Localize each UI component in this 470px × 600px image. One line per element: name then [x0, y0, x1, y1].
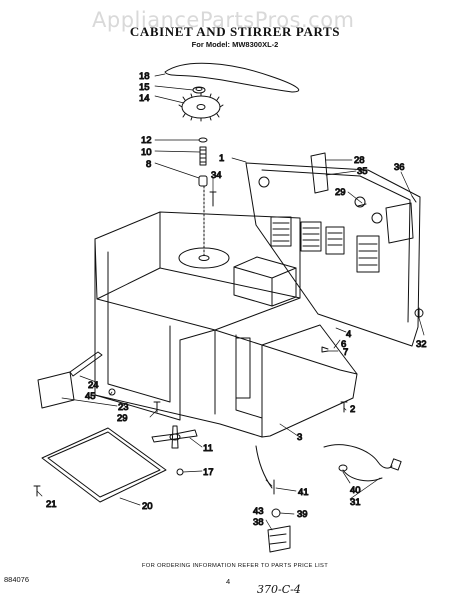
- transformer-box: [233, 256, 297, 307]
- callout-11: 11: [203, 443, 213, 454]
- stirrer-shaft-stack: [198, 137, 208, 187]
- page-number: 4: [226, 577, 231, 586]
- vent-louvers: [270, 216, 380, 273]
- callout-numbers: 18 15 14 12 10 8 1 34 28 35 36 29 4 6 7 …: [46, 71, 428, 529]
- callout-4: 4: [346, 329, 351, 340]
- callout-2: 2: [350, 404, 355, 415]
- cabinet-base: [235, 324, 358, 438]
- callout-15: 15: [139, 82, 150, 93]
- ordering-note: FOR ORDERING INFORMATION REFER TO PARTS …: [141, 563, 329, 569]
- diagram-title: CABINET AND STIRRER PARTS: [129, 24, 341, 39]
- callout-45: 45: [85, 391, 96, 402]
- callout-32: 32: [416, 339, 427, 350]
- callout-8: 8: [146, 159, 151, 170]
- document-number: 884076: [4, 575, 30, 584]
- watermark-text: AppliancePartsPros.com: [92, 8, 355, 32]
- callout-39: 39: [297, 509, 308, 520]
- leader-lines: [36, 73, 425, 531]
- callout-31: 31: [350, 497, 361, 508]
- model-subtitle: For Model: MW8300XL-2: [191, 40, 279, 49]
- callout-38: 38: [253, 517, 264, 528]
- side-bracket: [310, 152, 414, 244]
- callout-3: 3: [297, 432, 302, 443]
- cabinet-wrapper-panel: [245, 162, 421, 347]
- callout-24: 24: [88, 380, 99, 391]
- stirrer-cover: [41, 427, 167, 503]
- oven-cavity: [94, 185, 301, 331]
- callout-7: 7: [343, 347, 348, 358]
- stirrer-blade: [151, 425, 198, 449]
- callout-43: 43: [253, 506, 264, 517]
- callout-1: 1: [219, 153, 224, 164]
- callout-20: 20: [142, 501, 153, 512]
- callout-28: 28: [354, 155, 365, 166]
- callout-29: 29: [335, 187, 346, 198]
- stirrer-pulley-gear: [178, 92, 224, 122]
- latch-assembly: [255, 445, 291, 553]
- handwritten-note: 370-C-4: [257, 583, 301, 596]
- callout-34: 34: [211, 170, 222, 181]
- bearing-washer: [192, 86, 206, 94]
- callout-14: 14: [139, 93, 150, 104]
- callout-36: 36: [394, 162, 405, 173]
- callout-12: 12: [141, 135, 152, 146]
- callout-40: 40: [350, 485, 361, 496]
- callout-21: 21: [46, 499, 57, 510]
- callout-23: 23: [118, 402, 129, 413]
- callout-17: 17: [203, 467, 214, 478]
- callout-35: 35: [357, 166, 368, 177]
- wiring-harness: [323, 444, 402, 482]
- callout-18: 18: [139, 71, 150, 82]
- callout-41: 41: [298, 487, 309, 498]
- callout-29b: 29: [117, 413, 128, 424]
- callout-6: 6: [341, 339, 346, 350]
- callout-10: 10: [141, 147, 152, 158]
- stirrer-belt: [164, 62, 300, 93]
